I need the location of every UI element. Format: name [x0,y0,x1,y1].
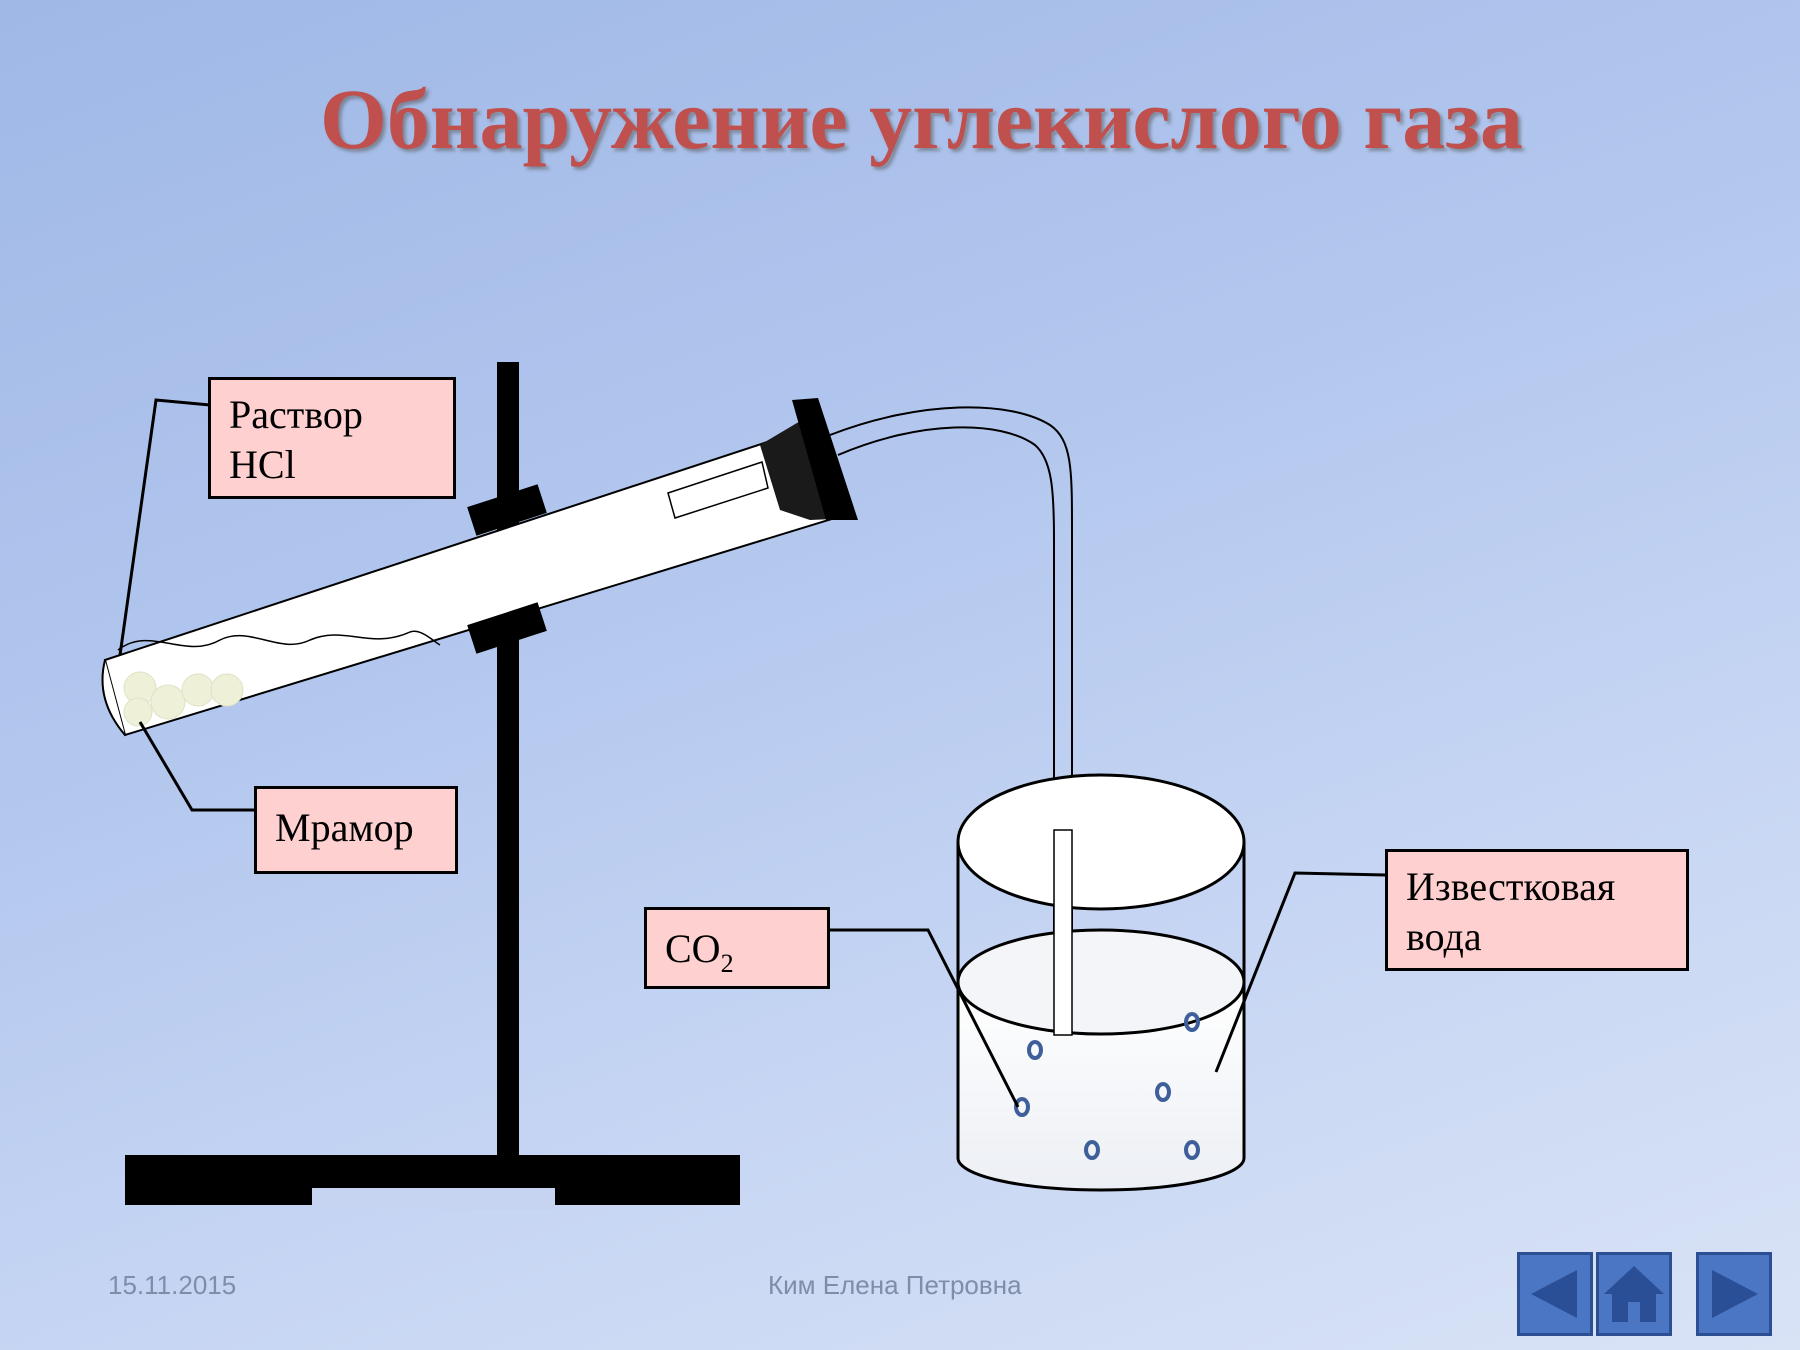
arrow-right-icon [1712,1270,1758,1318]
label-co2-text: CO2 [665,924,809,981]
inner-glass-tube [667,461,769,519]
limewater-surface [956,928,1246,1036]
hcl-solution-surface [117,630,441,651]
marble-pieces [123,671,244,727]
clamp-top [467,484,547,536]
co2-leader [830,928,1020,1108]
clamp-bottom [467,602,547,654]
leader-lines [118,398,1387,1108]
beaker [956,773,1246,1192]
beaker-rim [956,773,1246,911]
label-co2: CO2 [644,907,830,989]
footer-date: 15.11.2015 [108,1270,237,1300]
arrow-left-icon [1531,1270,1577,1318]
co2-bubbles [1014,1012,1200,1160]
stand-rod [497,362,519,1162]
label-hcl-line1: Раствор [229,392,363,437]
limewater-leader [1214,871,1387,1073]
label-limewater-line2: вода [1406,914,1482,959]
label-limewater-line1: Известковая [1406,864,1616,909]
stand-base-notch [312,1188,555,1210]
prev-slide-button[interactable] [1517,1252,1593,1336]
label-co2-subscript: 2 [720,949,734,978]
test-tube [101,398,858,737]
footer-author: Ким Елена Петровна [768,1270,1022,1300]
label-co2-main: CO [665,926,721,971]
home-button[interactable] [1596,1252,1672,1336]
label-marble-text: Мрамор [275,805,414,850]
home-icon [1604,1266,1664,1322]
hcl-leader [118,398,211,656]
label-hcl-solution: Раствор HCl [208,377,456,499]
label-hcl-line2: HCl [229,442,296,487]
marble-leader [138,721,256,812]
label-limewater: Известковая вода [1385,849,1689,971]
slide-title: Обнаружение углекислого газа [320,71,1523,167]
label-marble: Мрамор [254,786,458,874]
next-slide-button[interactable] [1696,1252,1772,1336]
